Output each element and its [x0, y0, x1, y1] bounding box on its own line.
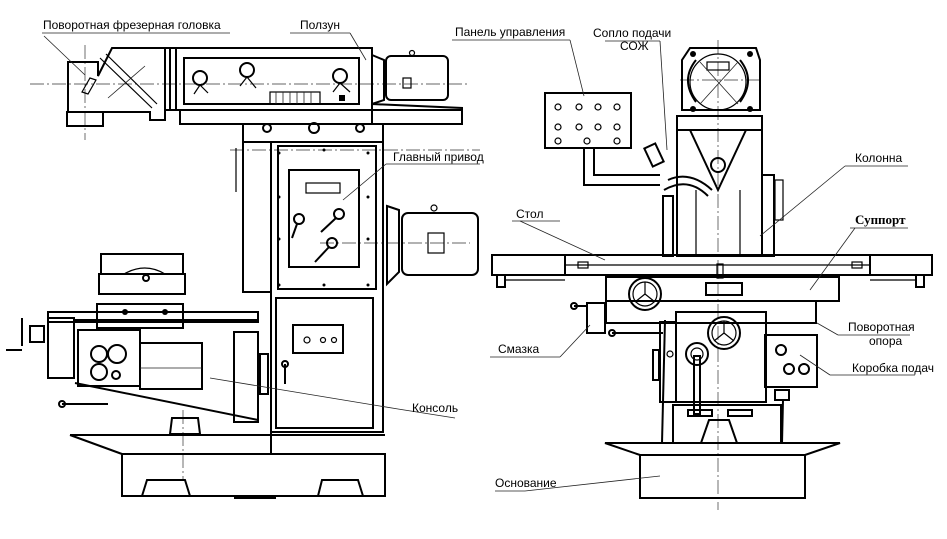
knee-side	[6, 253, 269, 435]
saddle-front	[570, 276, 840, 337]
front-milling-head	[681, 47, 761, 112]
label-main-drive: Главный привод	[393, 150, 484, 164]
label-saddle: Суппорт	[855, 212, 906, 227]
table-front	[491, 254, 933, 288]
label-ram: Ползун	[300, 18, 341, 32]
control-panel	[544, 92, 713, 257]
label-swivel-support-2: опора	[869, 334, 903, 348]
label-coolant-nozzle-1: Сопло подачи	[593, 26, 672, 40]
swivel-milling-head	[66, 47, 166, 127]
front-view	[491, 40, 933, 510]
ram	[164, 47, 463, 125]
label-base: Основание	[495, 476, 557, 490]
column-side	[235, 122, 384, 433]
label-control-panel: Панель управления	[455, 25, 566, 39]
ram-motor	[385, 49, 449, 101]
base-side	[69, 432, 386, 499]
leader-lines	[42, 32, 915, 492]
label-milling-head: Поворотная фрезерная головка	[43, 18, 221, 32]
label-lubrication: Смазка	[498, 342, 540, 356]
label-coolant-nozzle-2: СОЖ	[620, 39, 649, 53]
label-table: Стол	[516, 207, 544, 221]
base-front	[604, 319, 841, 499]
label-feed-box: Коробка подач	[852, 361, 934, 375]
main-drive-motor	[386, 204, 479, 287]
side-view	[6, 45, 480, 499]
knee-front	[652, 311, 818, 415]
label-swivel-support-1: Поворотная	[848, 320, 915, 334]
label-knee: Консоль	[412, 401, 459, 415]
label-column: Колонна	[855, 151, 903, 165]
